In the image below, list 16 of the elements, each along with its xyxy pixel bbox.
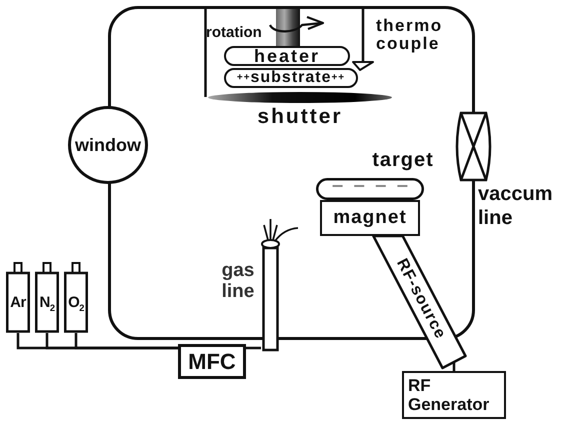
cylinder-label: Ar xyxy=(10,295,26,311)
vacuum-line-label: vaccum line xyxy=(478,182,552,230)
target-label: target xyxy=(372,149,434,171)
shutter-label: shutter xyxy=(257,106,343,128)
thermocouple-label: thermo couple xyxy=(376,17,443,53)
gas-line-label: gas line xyxy=(222,260,254,302)
gas-pipe xyxy=(246,346,261,350)
cylinder-label: N$_{2}$ xyxy=(40,295,54,311)
cylinder-label: O$_{2}$ xyxy=(68,295,84,311)
generator-box: RF Generator xyxy=(402,371,506,419)
rotation-label: rotation xyxy=(206,24,262,41)
gas-pipe xyxy=(74,333,178,350)
magnet-block: magnet xyxy=(320,200,420,236)
heater-plate: heater xyxy=(224,46,350,66)
viewing-window: window xyxy=(68,106,148,184)
flow-controller-box: MFC xyxy=(178,344,246,379)
